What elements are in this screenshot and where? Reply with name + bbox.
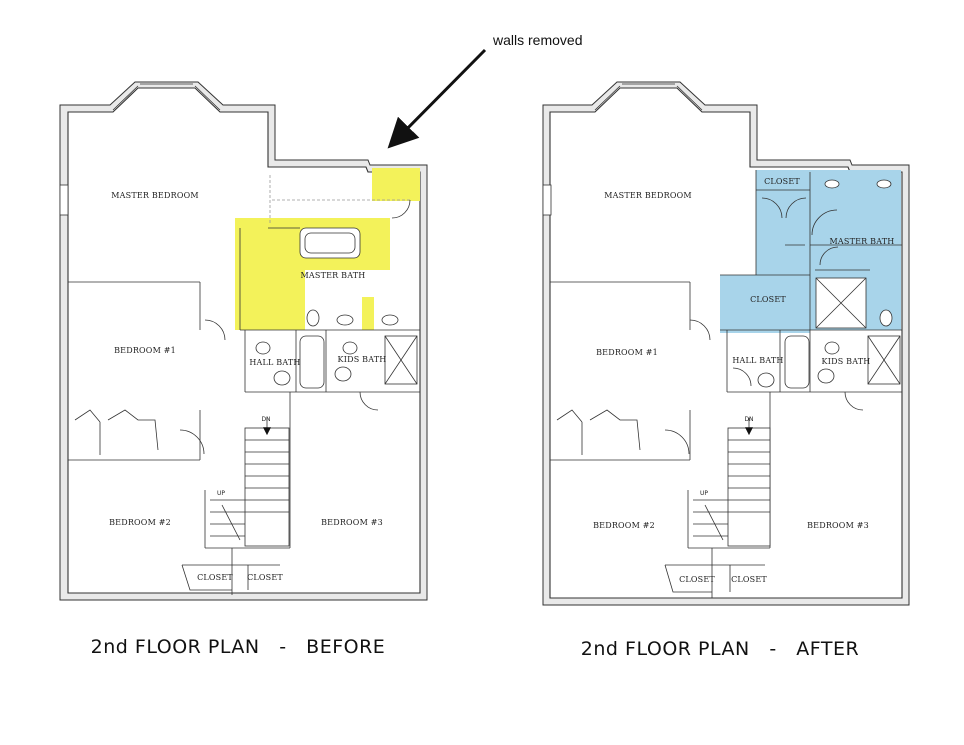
after-closet-doors — [761, 197, 807, 246]
before-label-bedroom1: BEDROOM #1 — [114, 346, 176, 355]
after-label-closet-new: CLOSET — [750, 295, 786, 304]
before-dashed-boundary — [269, 175, 410, 225]
before-label-closet-b: CLOSET — [247, 573, 283, 582]
after-bay-window — [594, 83, 703, 111]
after-stairs — [693, 418, 771, 547]
after-label-closet-top: CLOSET — [764, 177, 800, 186]
after-hall-tub — [784, 335, 810, 389]
before-label-bedroom3: BEDROOM #3 — [321, 518, 383, 527]
after-kids-sink — [817, 368, 835, 384]
walls-removed-callout: walls removed — [387, 32, 582, 149]
removed-vanity-wall — [362, 297, 374, 330]
after-label-closet-b: CLOSET — [731, 575, 767, 584]
before-door-swings — [179, 199, 411, 455]
before-removed-walls — [235, 168, 420, 330]
after-label-closet-a: CLOSET — [679, 575, 715, 584]
after-label-dn: DN — [744, 416, 753, 423]
after-bath-sink-1 — [824, 179, 840, 189]
before-plan: MASTER BEDROOM MASTER BATH BEDROOM #1 HA… — [59, 81, 428, 601]
before-bottom-closets — [181, 564, 249, 591]
after-bedroom1-closets — [556, 409, 641, 455]
before-label-kids-bath: KIDS BATH — [338, 355, 387, 364]
after-hall-sink — [757, 372, 775, 388]
after-label-up: UP — [700, 490, 708, 497]
before-label-dn: DN — [261, 416, 270, 423]
callout-arrow — [387, 48, 487, 149]
removed-bath-wall-area — [235, 218, 305, 330]
after-caption: 2nd FLOOR PLAN - AFTER — [581, 638, 859, 660]
after-bottom-closets — [664, 564, 731, 593]
after-label-kids-bath: KIDS BATH — [822, 357, 871, 366]
after-plan: MASTER BEDROOM CLOSET MASTER BATH CLOSET… — [542, 81, 910, 606]
before-label-closet-a: CLOSET — [197, 573, 233, 582]
before-label-hall-bath: HALL BATH — [249, 358, 300, 367]
before-hall-sink — [273, 370, 291, 386]
before-window-left — [59, 184, 69, 216]
after-label-bedroom3: BEDROOM #3 — [807, 521, 869, 530]
before-label-bedroom2: BEDROOM #2 — [109, 518, 171, 527]
before-kids-sink — [334, 366, 352, 382]
after-window-left — [542, 184, 552, 216]
after-label-master-bath: MASTER BATH — [830, 237, 895, 246]
before-caption: 2nd FLOOR PLAN - BEFORE — [91, 636, 386, 658]
after-door-swings — [664, 319, 864, 455]
before-master-sink-1 — [336, 314, 354, 326]
before-label-master-bath: MASTER BATH — [301, 271, 366, 280]
before-bedroom1-closets — [74, 409, 159, 455]
before-label-master-bedroom: MASTER BEDROOM — [111, 191, 198, 200]
before-stairs — [210, 418, 290, 547]
new-closet-area — [720, 275, 810, 333]
before-kids-toilet — [342, 341, 358, 355]
after-label-bedroom2: BEDROOM #2 — [593, 521, 655, 530]
after-interior-walls — [550, 170, 902, 598]
after-label-master-bedroom: MASTER BEDROOM — [604, 191, 691, 200]
callout-text: walls removed — [492, 32, 582, 48]
before-hall-tub — [299, 335, 325, 389]
after-label-bedroom1: BEDROOM #1 — [596, 348, 658, 357]
after-bath-toilet — [879, 309, 893, 327]
before-hall-toilet — [255, 341, 271, 355]
before-inner-wall — [67, 87, 421, 594]
removed-closet-area — [372, 168, 420, 201]
before-label-up: UP — [217, 490, 225, 497]
before-bay-window — [112, 83, 221, 111]
before-master-sink-2 — [381, 314, 399, 326]
after-bath-sink-2 — [876, 179, 892, 189]
before-interior-walls — [68, 227, 420, 595]
after-label-hall-bath: HALL BATH — [732, 356, 783, 365]
after-kids-toilet — [824, 341, 840, 355]
before-master-toilet — [306, 309, 320, 327]
